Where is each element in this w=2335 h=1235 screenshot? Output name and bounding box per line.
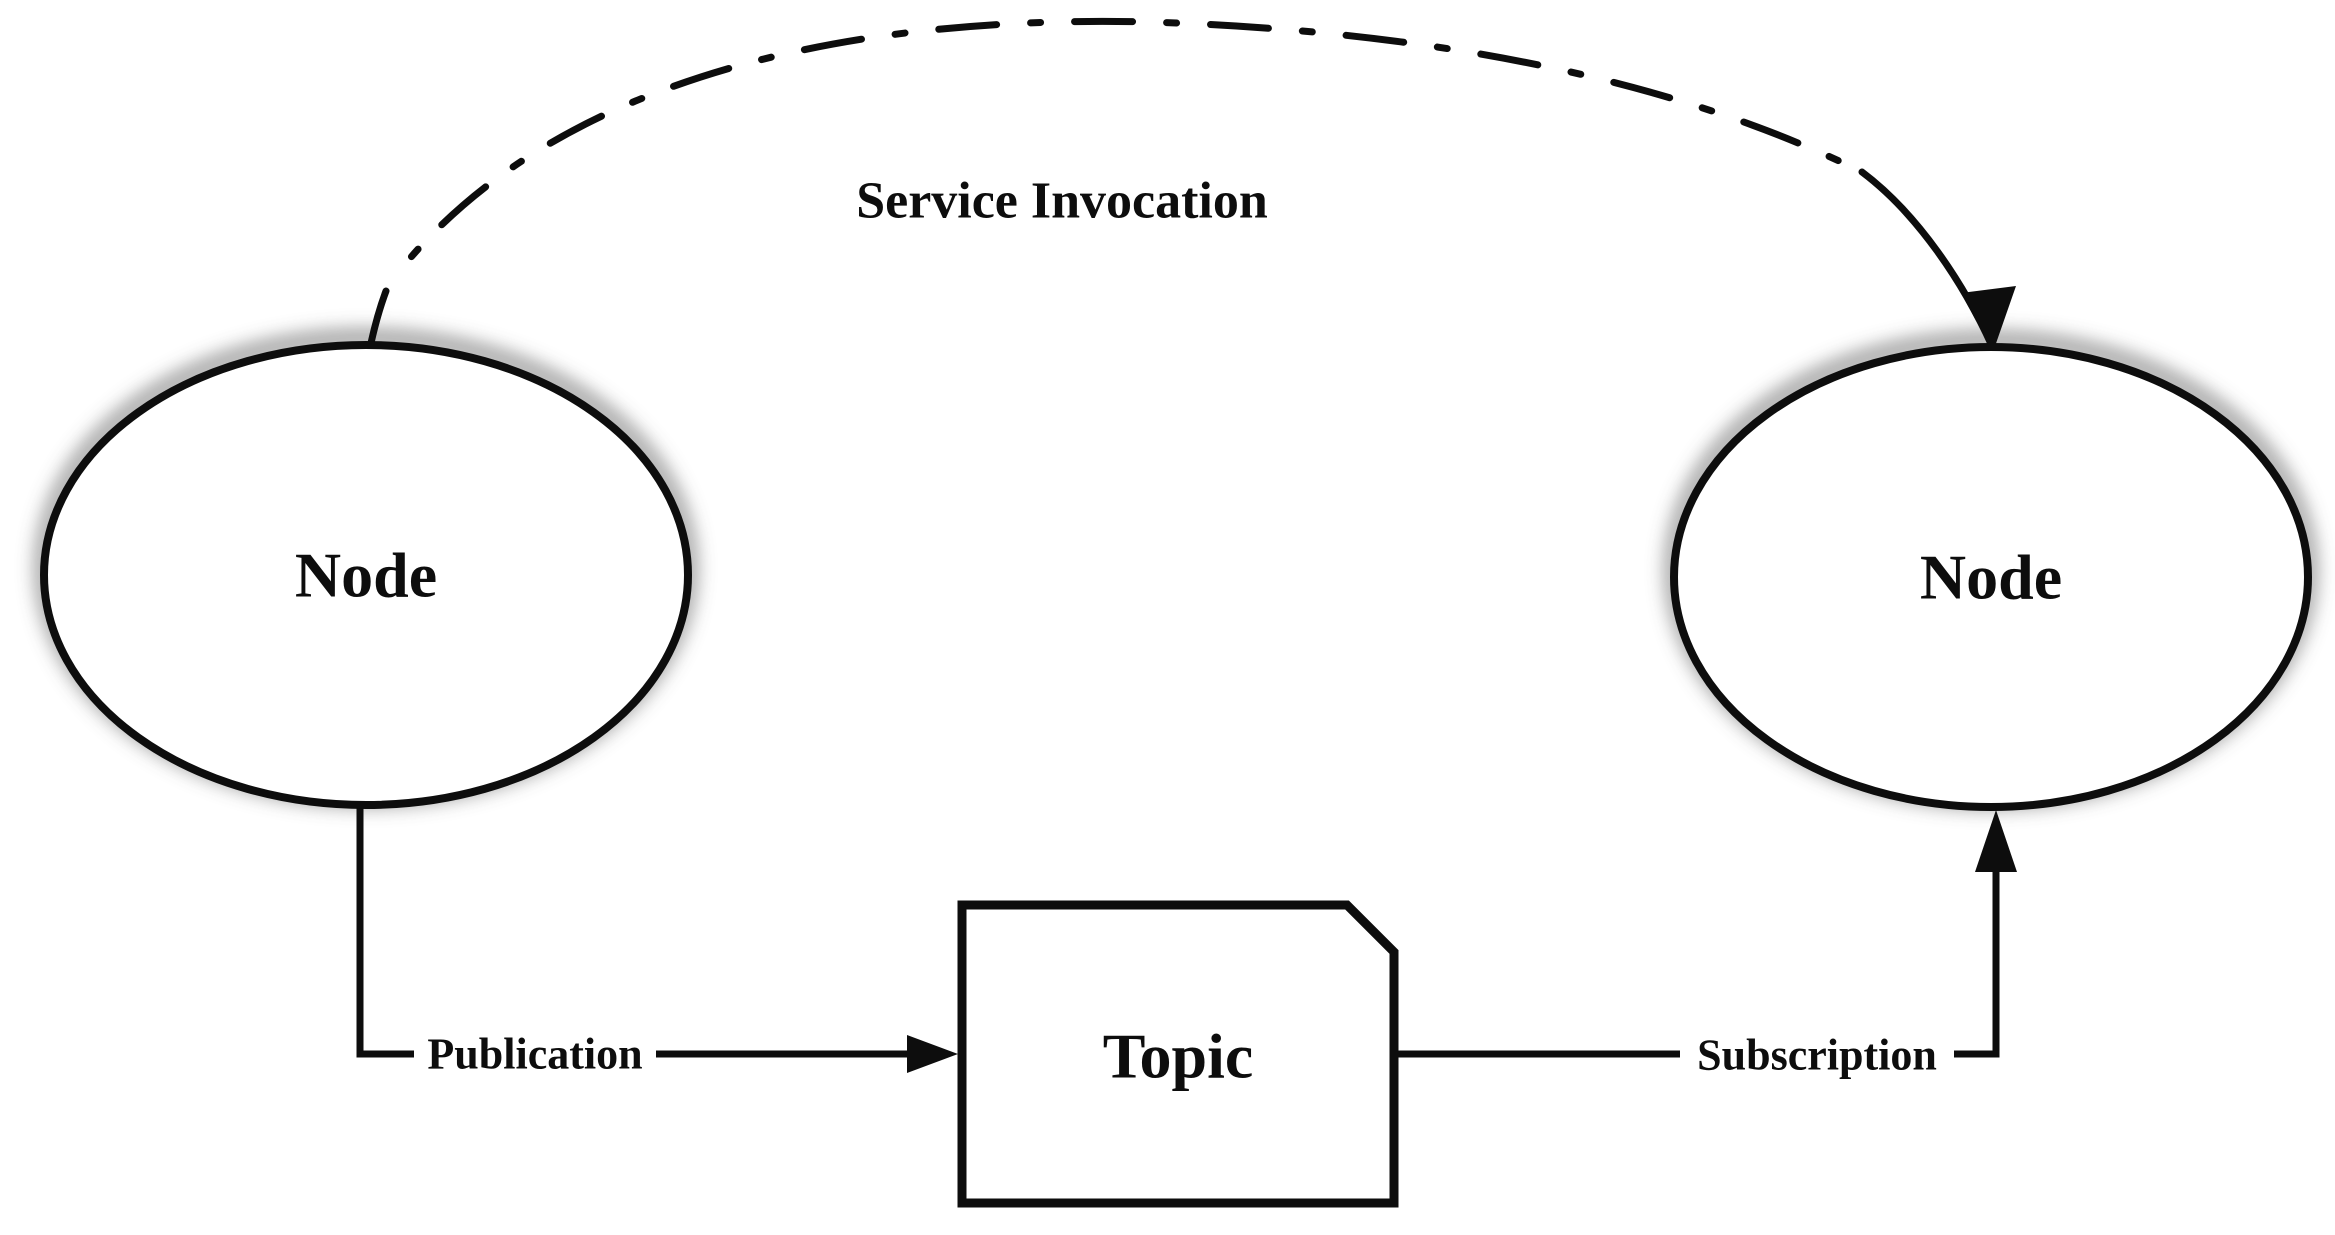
subscription-line-end [1954,870,2000,1058]
topic-box [957,900,1399,1208]
left-node-label: Node [295,540,437,611]
right-node-ellipse [1670,343,2312,811]
left-node-ellipse [40,341,692,809]
publication-label: Publication [427,1030,642,1079]
subscription-label: Subscription [1697,1031,1937,1080]
service-invocation-arrowhead-icon [1961,286,2016,352]
service-invocation-curve-end [1858,168,1996,350]
service-invocation-curve-dashed [386,17,1866,287]
service-invocation-label: Service Invocation [856,173,1268,230]
right-node-label: Node [1920,542,2062,613]
topic-label: Topic [1103,1021,1254,1092]
publication-line-start [356,791,414,1058]
publication-arrowhead-icon [907,1035,958,1073]
subscription-arrowhead-icon [1975,810,2017,872]
service-invocation-curve-start [367,287,390,347]
